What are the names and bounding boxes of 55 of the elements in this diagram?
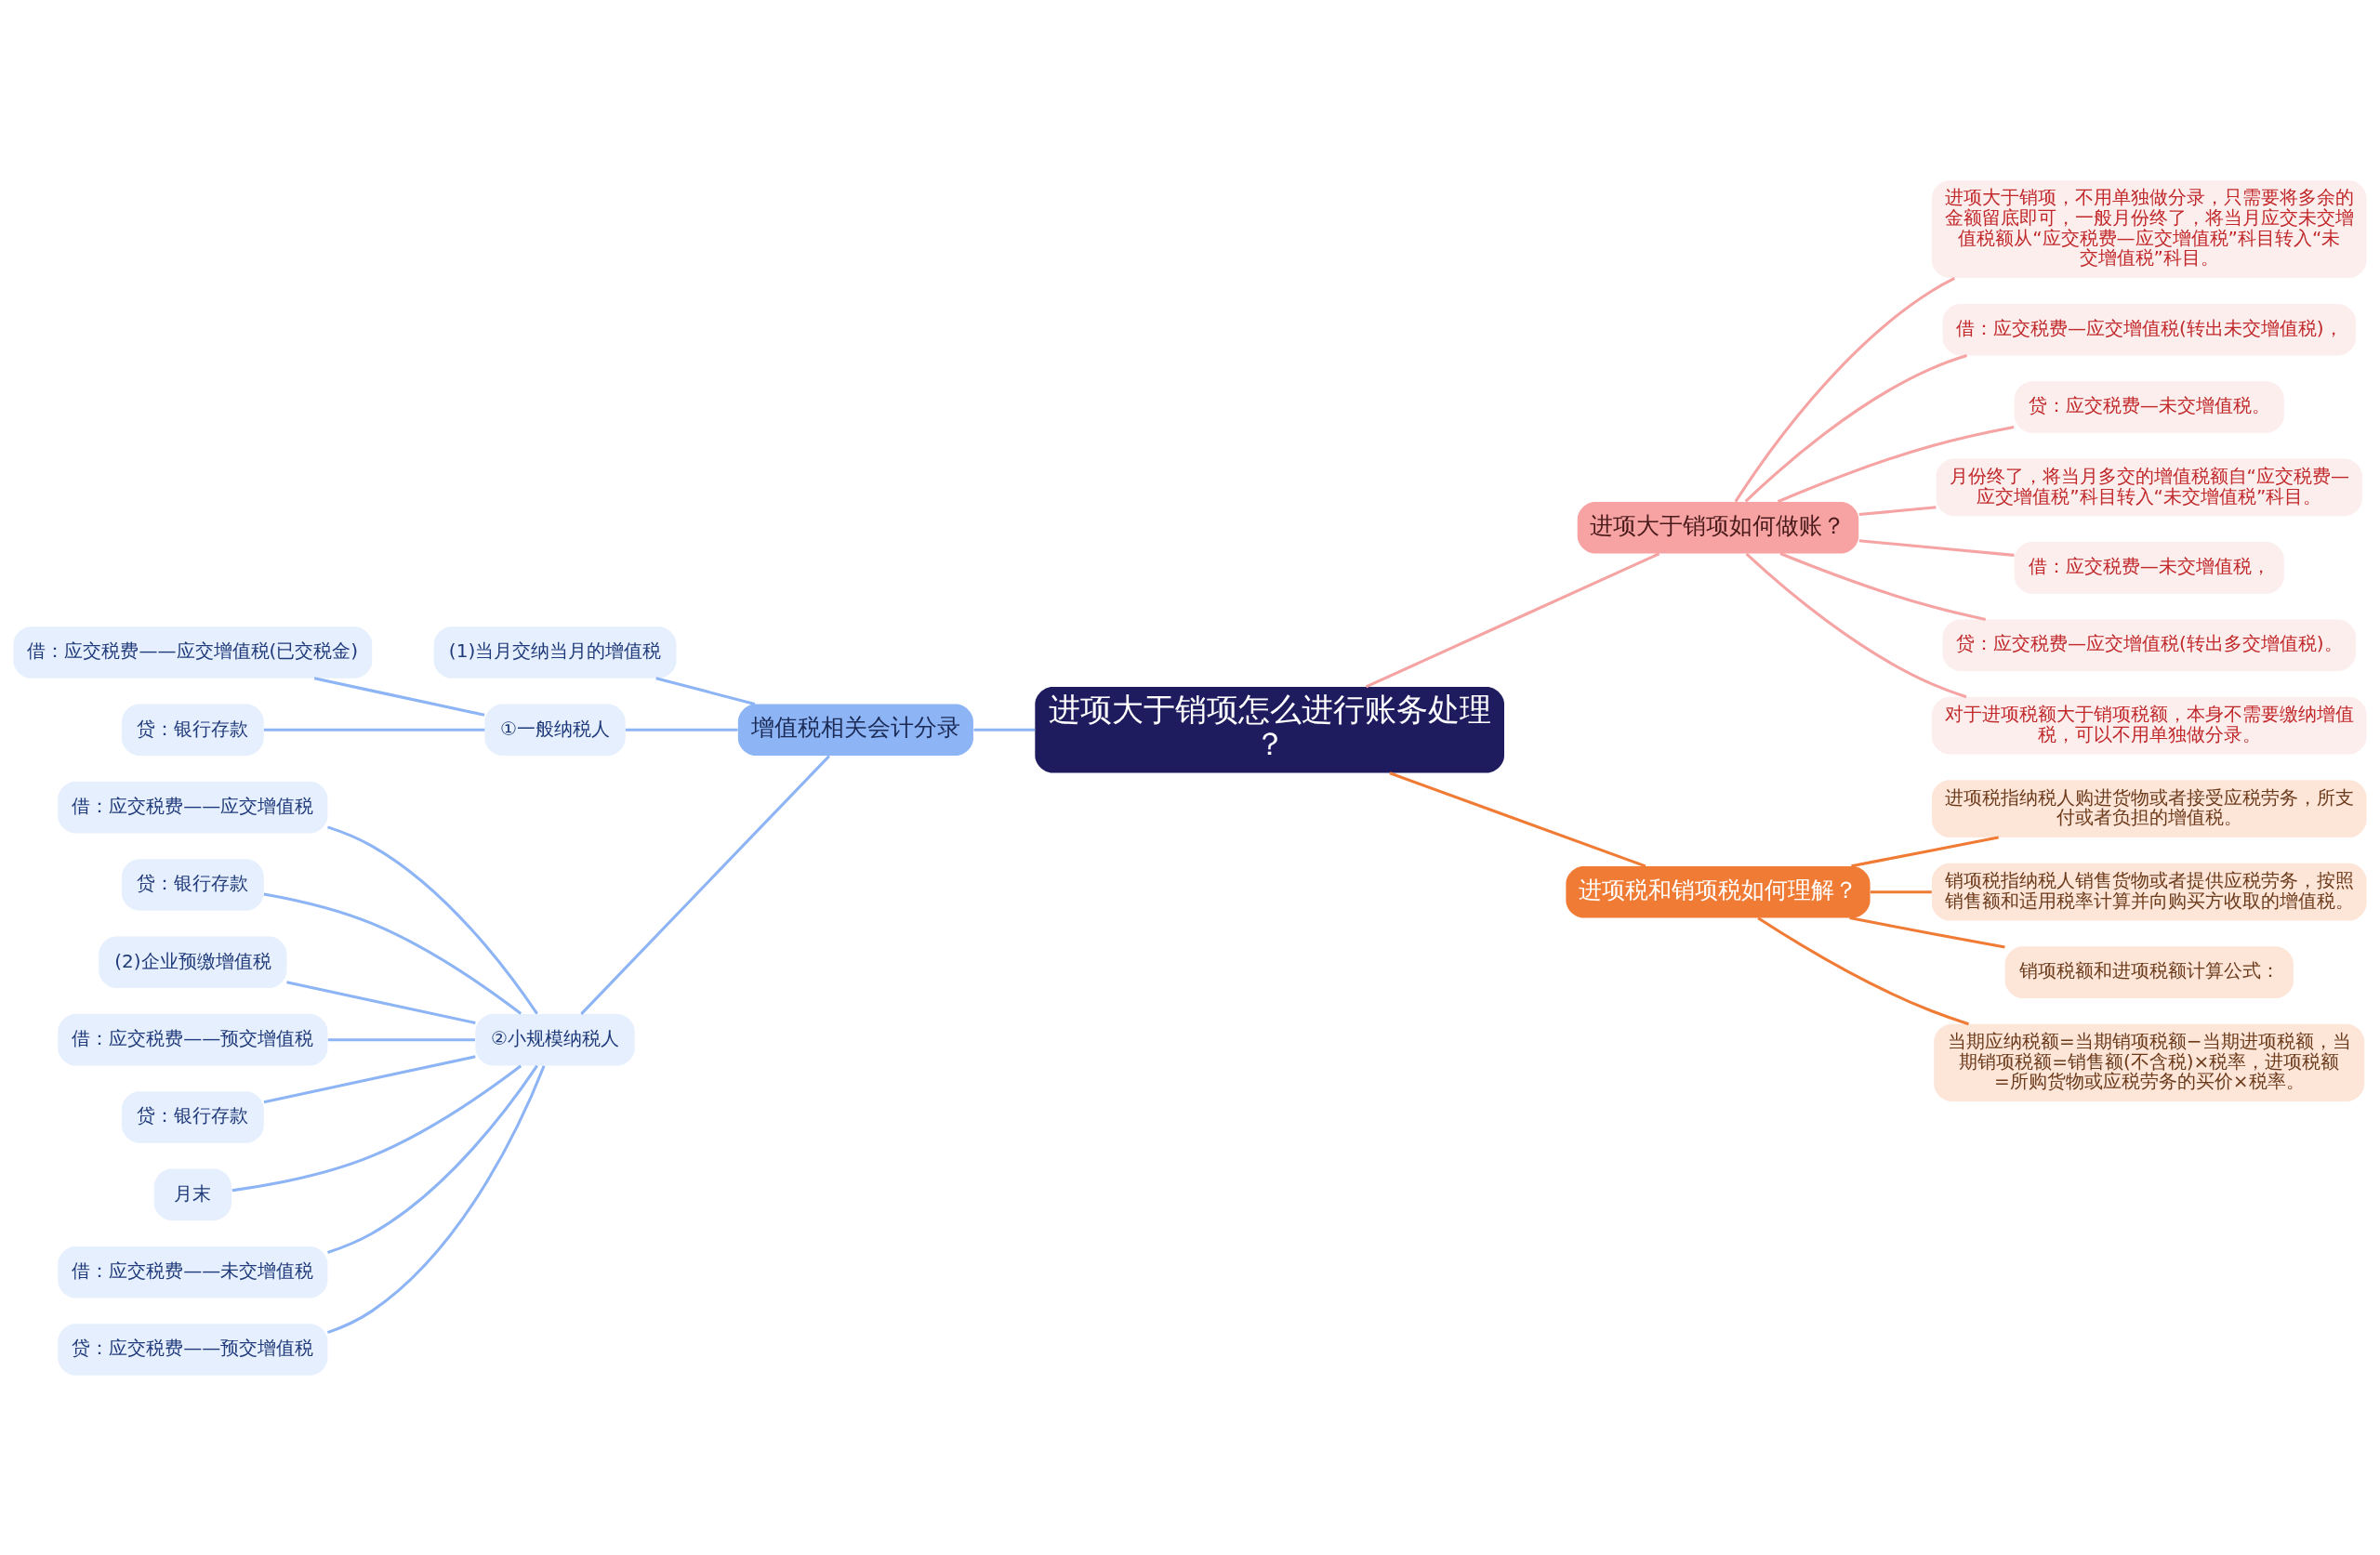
connector <box>1745 552 1967 698</box>
node-box: 借：应交税费—未交增值税， <box>2014 541 2284 594</box>
node-box: 当期应纳税额=当期销项税额−当期进项税额，当期销项税额=销售额(不含税)×税率，进项税额=所购货物或应税劳务的买价×税率。 <box>1934 1023 2365 1101</box>
node-box: 贷：应交税费—未交增值税。 <box>2014 380 2284 433</box>
connector <box>1757 916 1969 1025</box>
node-box: 贷：银行存款 <box>121 704 264 756</box>
node-box: (2)企业预缴增值税 <box>99 936 287 988</box>
node-box: 贷：应交税费——预交增值税 <box>58 1323 328 1376</box>
node-box: 增值税相关会计分录 <box>737 704 973 756</box>
connector <box>1858 538 2015 557</box>
connector <box>580 754 831 1015</box>
node-box: 借：应交税费——预交增值税 <box>58 1013 328 1065</box>
node-box: 贷：银行存款 <box>121 1090 264 1143</box>
connector <box>263 891 522 1015</box>
connector <box>655 676 756 705</box>
node-box: 进项税和销项税如何理解？ <box>1566 865 1871 917</box>
connector <box>327 1064 538 1254</box>
connector <box>327 824 538 1015</box>
node-box: ①一般纳税人 <box>484 704 626 756</box>
node-box: 销项税指纳税人销售货物或者提供应税劳务，按照销售额和适用税率计算并向购买方收取的增值税。 <box>1931 863 2367 921</box>
connector <box>313 676 485 717</box>
node-box: 贷：银行存款 <box>121 858 264 911</box>
connector <box>327 1037 475 1041</box>
connector <box>326 1064 546 1334</box>
node-box: 借：应交税费—应交增值税(转出未交增值税)， <box>1942 303 2356 355</box>
node-box: 销项税额和进项税额计算公式： <box>2004 945 2294 998</box>
connector <box>1777 425 2015 503</box>
node-box: 月份终了，将当月多交的增值税额自“应交税费—应交增值税”科目转入“未交增值税”科目。 <box>1936 458 2362 516</box>
node-box: 借：应交税费——未交增值税 <box>58 1245 328 1298</box>
node-box: 月末 <box>153 1168 231 1220</box>
node-box: 进项大于销项，不用单独做分录，只需要将多余的金额留底即可，一般月份终了，将当月应交未交增值税额从“应交税费—应交增值税”科目转入“未交增值税”科目。 <box>1931 179 2367 278</box>
node-box: 借：应交税费——应交增值税(已交税金) <box>13 626 373 679</box>
connector <box>1870 890 1932 893</box>
connector <box>973 728 1036 731</box>
node-box: 进项大于销项怎么进行账务处理？ <box>1035 686 1504 773</box>
connector <box>1851 836 1999 867</box>
connector <box>1734 276 1956 502</box>
node-box: 进项大于销项如何做账？ <box>1577 501 1859 553</box>
connector <box>231 1064 522 1192</box>
node-box: 对于进项税额大于销项税额，本身不需要缴纳增值税，可以不用单独做分录。 <box>1931 696 2367 755</box>
node-box: ②小规模纳税人 <box>475 1013 635 1065</box>
node-box: (1)当月交纳当月的增值税 <box>433 626 677 679</box>
connector <box>263 1054 476 1103</box>
connector <box>1365 551 1660 688</box>
connector <box>1744 353 1967 503</box>
connector <box>1858 505 1937 516</box>
node-box: 贷：应交税费—应交增值税(转出多交增值税)。 <box>1942 618 2356 671</box>
node-box: 借：应交税费——应交增值税 <box>58 781 328 833</box>
connector <box>1849 916 2005 948</box>
connector <box>1389 771 1646 867</box>
connector <box>1779 551 1986 621</box>
connector <box>263 728 485 731</box>
node-box: 进项税指纳税人购进货物或者接受应税劳务，所支付或者负担的增值税。 <box>1931 779 2367 837</box>
connector <box>286 980 476 1024</box>
connector <box>625 728 738 731</box>
